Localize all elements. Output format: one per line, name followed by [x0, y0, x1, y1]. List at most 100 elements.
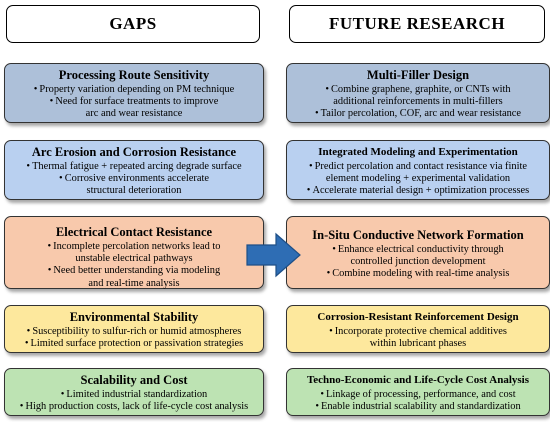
bullet-dot-icon: •	[47, 265, 52, 277]
future-box-techno-economic: Techno-Economic and Life-Cycle Cost Anal…	[286, 368, 550, 416]
bullet-text: Linkage of processing, performance, and …	[326, 389, 516, 400]
bullet-item: unstable electrical pathways	[9, 253, 259, 265]
bullet-dot-icon: •	[320, 389, 325, 400]
bullet-item: •Susceptibility to sulfur-rich or humid …	[9, 326, 259, 338]
future-items: •Predict percolation and contact resista…	[291, 161, 545, 198]
bullet-text: arc and wear resistance	[85, 108, 183, 120]
bullet-text: Need better understanding via modeling	[53, 265, 221, 277]
bullet-item: •Tailor percolation, COF, arc and wear r…	[291, 108, 545, 120]
bullet-dot-icon: •	[325, 84, 329, 95]
gap-title: Electrical Contact Resistance	[55, 225, 213, 239]
bullet-item: •Need better understanding via modeling	[9, 265, 259, 277]
bullet-text: Need for surface treatments to improve	[55, 96, 219, 108]
bullet-dot-icon: •	[49, 96, 54, 108]
bullet-dot-icon: •	[326, 268, 331, 280]
gaps-header: GAPS	[6, 5, 260, 43]
bullet-text: Incorporate protective chemical additive…	[334, 326, 507, 337]
bullet-item: •Limited industrial standardization	[9, 389, 259, 401]
future-title: Multi-Filler Design	[366, 68, 470, 82]
bullet-text: Accelerate material design + optimizatio…	[312, 185, 530, 197]
gap-title: Environmental Stability	[69, 310, 199, 324]
bullet-item: arc and wear resistance	[9, 108, 259, 120]
bullet-text: within lubricant phases	[369, 338, 467, 350]
bullet-item: within lubricant phases	[291, 338, 545, 350]
bullet-text: Susceptibility to sulfur-rich or humid a…	[32, 326, 242, 337]
bullet-dot-icon: •	[59, 173, 63, 185]
bullet-text: Limited surface protection or passivatio…	[30, 338, 244, 350]
bullet-text: Combine modeling with real-time analysis	[332, 268, 510, 280]
bullet-text: Corrosive environments accelerate	[64, 173, 209, 185]
bullet-item: •Need for surface treatments to improve	[9, 96, 259, 108]
bullet-dot-icon: •	[332, 244, 336, 255]
bullet-item: •Incorporate protective chemical additiv…	[291, 326, 545, 338]
bullet-dot-icon: •	[315, 401, 319, 413]
bullet-item: •Accelerate material design + optimizati…	[291, 185, 545, 197]
future-items: •Enhance electrical conductivity through…	[291, 244, 545, 281]
bullet-item: •Combine modeling with real-time analysi…	[291, 268, 545, 280]
bullet-dot-icon: •	[26, 161, 31, 172]
gap-title: Processing Route Sensitivity	[58, 68, 210, 82]
bullet-text: additional reinforcements in multi-fille…	[333, 96, 503, 108]
future-items: •Combine graphene, graphite, or CNTs wit…	[291, 84, 545, 121]
bullet-dot-icon: •	[47, 241, 52, 252]
bullet-item: •Linkage of processing, performance, and…	[291, 389, 545, 401]
bullet-item: •Predict percolation and contact resista…	[291, 161, 545, 173]
bullet-text: unstable electrical pathways	[75, 253, 193, 265]
bullet-item: •High production costs, lack of life-cyc…	[9, 401, 259, 413]
future-box-multi-filler: Multi-Filler Design •Combine graphene, g…	[286, 63, 550, 123]
future-title: Techno-Economic and Life-Cycle Cost Anal…	[306, 374, 530, 386]
right-arrow-icon	[246, 232, 301, 278]
bullet-item: •Thermal fatigue + repeated arcing degra…	[9, 161, 259, 173]
bullet-text: Incomplete percolation networks lead to	[53, 241, 221, 252]
bullet-dot-icon: •	[33, 84, 38, 95]
future-items: •Linkage of processing, performance, and…	[291, 389, 545, 413]
bullet-item: structural deterioration	[9, 185, 259, 197]
bullet-item: controlled junction development	[291, 256, 545, 268]
bullet-dot-icon: •	[26, 326, 31, 337]
gap-box-processing-route: Processing Route Sensitivity •Property v…	[4, 63, 264, 123]
bullet-text: and real-time analysis	[88, 277, 180, 289]
bullet-dot-icon: •	[24, 338, 29, 350]
gap-items: •Incomplete percolation networks lead to…	[9, 241, 259, 290]
bullet-item: •Incomplete percolation networks lead to	[9, 241, 259, 253]
bullet-text: element modeling + experimental validati…	[325, 173, 511, 185]
gap-items: •Thermal fatigue + repeated arcing degra…	[9, 161, 259, 198]
future-box-in-situ-network: In-Situ Conductive Network Formation •En…	[286, 216, 550, 289]
bullet-text: High production costs, lack of life-cycl…	[25, 401, 249, 413]
bullet-item: •Limited surface protection or passivati…	[9, 338, 259, 350]
future-box-integrated-modeling: Integrated Modeling and Experimentation …	[286, 140, 550, 200]
bullet-text: Combine graphene, graphite, or CNTs with	[331, 84, 511, 95]
bullet-text: Enable industrial scalability and standa…	[320, 401, 521, 413]
gap-box-scalability-cost: Scalability and Cost •Limited industrial…	[4, 368, 264, 416]
bullet-dot-icon: •	[306, 185, 311, 197]
bullet-text: Thermal fatigue + repeated arcing degrad…	[32, 161, 242, 172]
bullet-text: Limited industrial standardization	[66, 389, 208, 400]
gap-box-environmental-stability: Environmental Stability •Susceptibility …	[4, 305, 264, 353]
bullet-item: •Enable industrial scalability and stand…	[291, 401, 545, 413]
future-title: Integrated Modeling and Experimentation	[318, 146, 518, 158]
bullet-item: and real-time analysis	[9, 278, 259, 290]
bullet-dot-icon: •	[60, 389, 65, 400]
bullet-item: element modeling + experimental validati…	[291, 173, 545, 185]
future-title: Corrosion-Resistant Reinforcement Design	[317, 311, 519, 323]
gap-items: •Property variation depending on PM tech…	[9, 84, 259, 121]
bullet-item: •Combine graphene, graphite, or CNTs wit…	[291, 84, 545, 96]
bullet-text: controlled junction development	[350, 256, 486, 268]
gap-items: •Susceptibility to sulfur-rich or humid …	[9, 326, 259, 350]
bullet-item: additional reinforcements in multi-fille…	[291, 96, 545, 108]
gap-title: Scalability and Cost	[80, 373, 188, 387]
bullet-dot-icon: •	[314, 108, 319, 120]
future-title: In-Situ Conductive Network Formation	[312, 228, 524, 242]
bullet-item: •Property variation depending on PM tech…	[9, 84, 259, 96]
bullet-text: structural deterioration	[86, 185, 182, 197]
bullet-text: Tailor percolation, COF, arc and wear re…	[320, 108, 522, 120]
bullet-dot-icon: •	[309, 161, 313, 172]
future-research-header: FUTURE RESEARCH	[289, 5, 545, 43]
future-box-corrosion-resistant: Corrosion-Resistant Reinforcement Design…	[286, 305, 550, 353]
bullet-text: Enhance electrical conductivity through	[337, 244, 504, 255]
bullet-text: Predict percolation and contact resistan…	[314, 161, 527, 172]
gap-box-arc-erosion: Arc Erosion and Corrosion Resistance •Th…	[4, 140, 264, 200]
future-items: •Incorporate protective chemical additiv…	[291, 326, 545, 350]
bullet-dot-icon: •	[329, 326, 333, 337]
bullet-text: Property variation depending on PM techn…	[39, 84, 235, 95]
